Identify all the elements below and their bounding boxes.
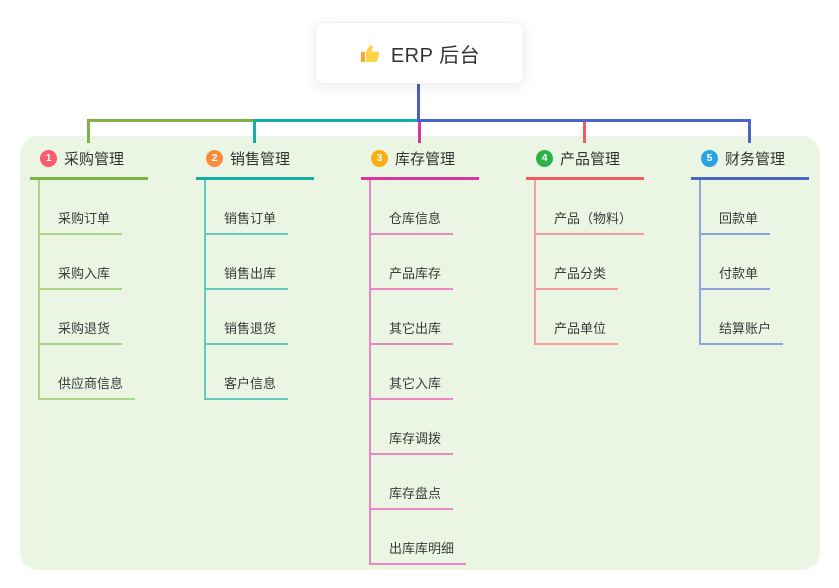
branch-label: 采购管理	[64, 151, 125, 168]
branch-children: 回款单 付款单 结算账户	[699, 180, 839, 345]
child-row: 其它出库	[369, 290, 519, 345]
child-row: 产品库存	[369, 235, 519, 290]
branch-node[interactable]: 3 库存管理	[361, 148, 479, 180]
connector-vertical-line	[204, 180, 206, 400]
connector-vertical-line	[38, 180, 40, 400]
branch-1: 1 采购管理 采购订单 采购入库 采购退货 供应商信息	[30, 148, 188, 400]
connector-vertical-line	[369, 180, 371, 565]
branch-4: 4 产品管理 产品（物料） 产品分类 产品单位	[526, 148, 684, 345]
child-row: 产品单位	[534, 290, 684, 345]
connector-vertical-line	[534, 180, 536, 345]
connector-vertical-line	[699, 180, 701, 345]
branch-number-badge: 4	[536, 150, 553, 167]
branch-children: 产品（物料） 产品分类 产品单位	[534, 180, 684, 345]
branch-node[interactable]: 2 销售管理	[196, 148, 314, 180]
connector-branch-drop	[748, 119, 751, 143]
child-node[interactable]: 其它出库	[369, 318, 454, 345]
child-node[interactable]: 销售出库	[204, 263, 289, 290]
child-node[interactable]: 库存调拨	[369, 428, 454, 455]
child-node[interactable]: 结算账户	[699, 318, 784, 345]
connector-bus-segment	[418, 119, 751, 122]
connector-branch-drop	[253, 119, 256, 143]
child-row: 采购订单	[38, 180, 188, 235]
child-node[interactable]: 产品单位	[534, 318, 619, 345]
branch-3: 3 库存管理 仓库信息 产品库存 其它出库 其它入库 库存调拨 库存盘点 出库库…	[361, 148, 519, 565]
branch-5: 5 财务管理 回款单 付款单 结算账户	[691, 148, 839, 345]
child-row: 付款单	[699, 235, 839, 290]
connector-root-line	[417, 82, 420, 122]
branch-label: 销售管理	[230, 151, 291, 168]
branch-label: 库存管理	[395, 151, 456, 168]
child-node[interactable]: 销售退货	[204, 318, 289, 345]
branch-children: 采购订单 采购入库 采购退货 供应商信息	[38, 180, 188, 400]
connector-branch-drop	[87, 119, 90, 143]
child-row: 客户信息	[204, 345, 354, 400]
child-row: 回款单	[699, 180, 839, 235]
child-node[interactable]: 产品库存	[369, 263, 454, 290]
branch-node[interactable]: 5 财务管理	[691, 148, 809, 180]
child-node[interactable]: 出库库明细	[369, 538, 467, 565]
thumbs-up-icon	[360, 44, 380, 62]
branch-number-badge: 2	[206, 150, 223, 167]
root-node[interactable]: ERP 后台	[315, 22, 524, 84]
branch-2: 2 销售管理 销售订单 销售出库 销售退货 客户信息	[196, 148, 354, 400]
child-row: 出库库明细	[369, 510, 519, 565]
branch-label: 财务管理	[725, 151, 786, 168]
branch-node[interactable]: 1 采购管理	[30, 148, 148, 180]
child-row: 销售订单	[204, 180, 354, 235]
branch-number-badge: 3	[371, 150, 388, 167]
child-node[interactable]: 付款单	[699, 263, 771, 290]
child-row: 其它入库	[369, 345, 519, 400]
child-node[interactable]: 采购订单	[38, 208, 123, 235]
child-node[interactable]: 库存盘点	[369, 483, 454, 510]
connector-bus-segment	[253, 119, 421, 122]
child-row: 采购退货	[38, 290, 188, 345]
branch-label: 产品管理	[560, 151, 621, 168]
child-node[interactable]: 其它入库	[369, 373, 454, 400]
child-node[interactable]: 采购入库	[38, 263, 123, 290]
child-row: 仓库信息	[369, 180, 519, 235]
branch-children: 仓库信息 产品库存 其它出库 其它入库 库存调拨 库存盘点 出库库明细	[369, 180, 519, 565]
child-node[interactable]: 回款单	[699, 208, 771, 235]
child-node[interactable]: 销售订单	[204, 208, 289, 235]
child-row: 采购入库	[38, 235, 188, 290]
child-node[interactable]: 产品（物料）	[534, 208, 645, 235]
child-row: 库存盘点	[369, 455, 519, 510]
branch-number-badge: 5	[701, 150, 718, 167]
child-node[interactable]: 产品分类	[534, 263, 619, 290]
branch-children: 销售订单 销售出库 销售退货 客户信息	[204, 180, 354, 400]
child-row: 销售出库	[204, 235, 354, 290]
child-row: 产品分类	[534, 235, 684, 290]
child-row: 结算账户	[699, 290, 839, 345]
connector-branch-drop	[583, 119, 586, 143]
child-node[interactable]: 供应商信息	[38, 373, 136, 400]
branch-number-badge: 1	[40, 150, 57, 167]
child-row: 供应商信息	[38, 345, 188, 400]
branches-panel	[20, 136, 820, 570]
child-row: 产品（物料）	[534, 180, 684, 235]
child-node[interactable]: 采购退货	[38, 318, 123, 345]
child-row: 销售退货	[204, 290, 354, 345]
child-row: 库存调拨	[369, 400, 519, 455]
child-node[interactable]: 仓库信息	[369, 208, 454, 235]
connector-branch-drop	[418, 119, 421, 143]
child-node[interactable]: 客户信息	[204, 373, 289, 400]
branch-node[interactable]: 4 产品管理	[526, 148, 644, 180]
root-title: ERP 后台	[390, 44, 481, 67]
